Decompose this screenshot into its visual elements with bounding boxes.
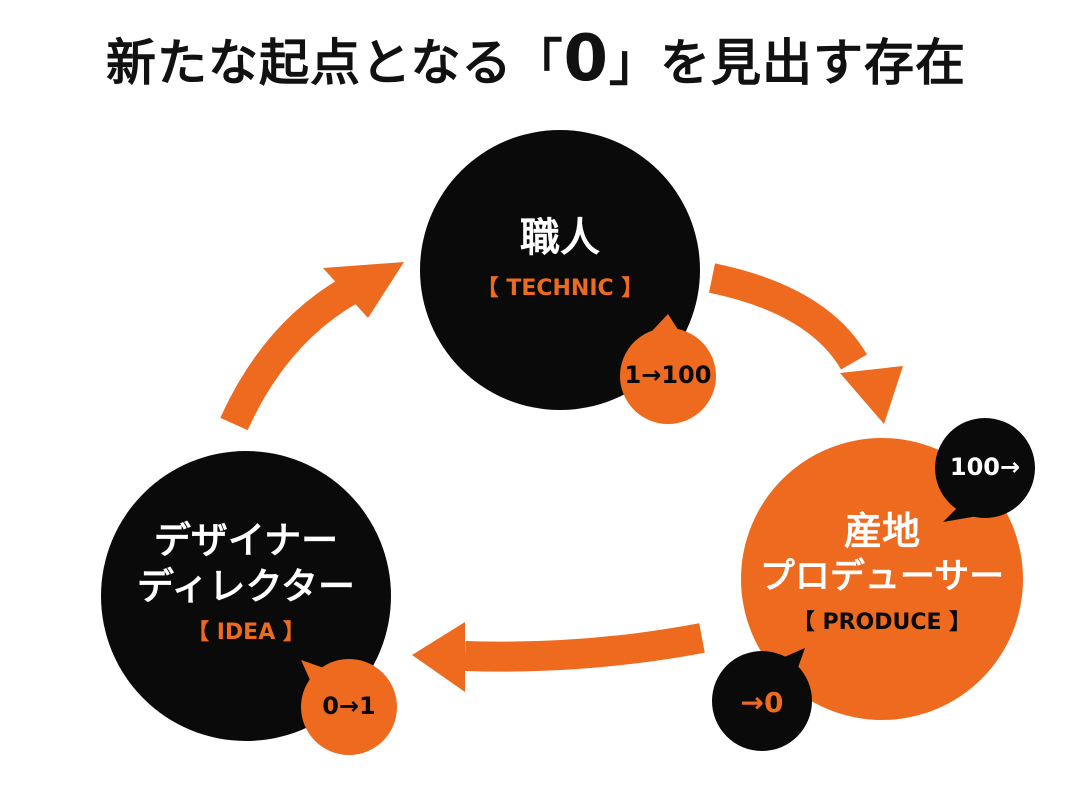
designer-label: デザイナー ディレクター 【 IDEA 】 xyxy=(101,518,391,648)
title-text-after: 」を見出す存在 xyxy=(609,34,967,92)
producer-label: 産地 プロデューサー 【 PRODUCE 】 xyxy=(741,508,1023,638)
producer-out-badge-text: →0 xyxy=(740,686,784,719)
arrow-designer-to-craftsman xyxy=(220,276,358,431)
title-zero: 0 xyxy=(563,22,610,96)
producer-node xyxy=(741,438,1023,720)
craftsman-badge xyxy=(620,314,716,424)
arrow-head-to-producer-icon xyxy=(840,366,903,424)
producer-out-badge xyxy=(712,648,812,751)
craftsman-name: 職人 xyxy=(520,215,600,261)
designer-name-line1: デザイナー xyxy=(153,519,339,562)
page-title: 新たな起点となる「0」を見出す存在 xyxy=(0,22,1072,96)
producer-in-badge xyxy=(935,418,1035,522)
arrow-producer-to-designer xyxy=(464,623,705,672)
producer-in-badge-text: 100→ xyxy=(949,453,1021,481)
craftsman-tag: 【 TECHNIC 】 xyxy=(476,276,644,301)
designer-name-line2: ディレクター xyxy=(137,565,355,608)
craftsman-node xyxy=(420,130,700,410)
producer-name-line2: プロデューサー xyxy=(759,557,1005,597)
designer-badge xyxy=(301,659,397,755)
craftsman-label: 職人 【 TECHNIC 】 xyxy=(420,214,700,304)
arrow-head-to-designer-icon xyxy=(412,622,465,692)
designer-tag: 【 IDEA 】 xyxy=(187,620,305,645)
producer-name-line1: 産地 xyxy=(843,509,920,553)
producer-tag: 【 PRODUCE 】 xyxy=(792,610,972,635)
title-text-before: 新たな起点となる「 xyxy=(105,34,564,92)
craftsman-badge-text: 1→100 xyxy=(624,361,712,389)
designer-badge-text: 0→1 xyxy=(322,692,376,720)
arrow-craftsman-to-producer xyxy=(708,263,867,370)
arrow-head-to-craftsman-icon xyxy=(323,262,404,318)
